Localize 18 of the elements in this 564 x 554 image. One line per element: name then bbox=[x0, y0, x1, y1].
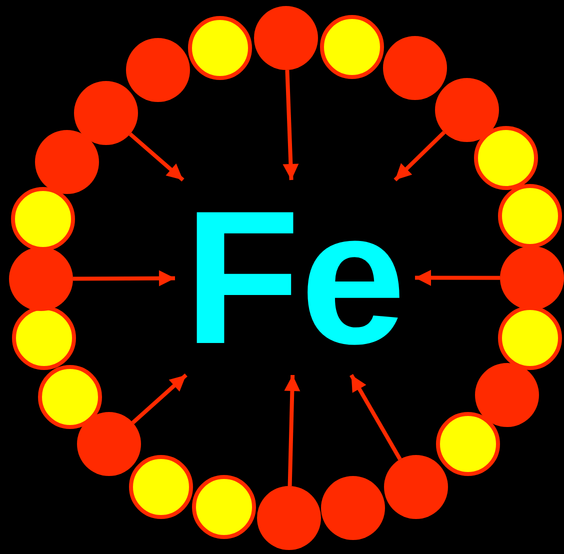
ring-circle bbox=[435, 78, 499, 142]
ring-circle bbox=[436, 412, 500, 476]
ring-circle bbox=[475, 363, 539, 427]
arrow bbox=[394, 130, 446, 182]
arrow bbox=[415, 270, 500, 286]
arrow bbox=[128, 132, 184, 182]
ring-circle bbox=[126, 38, 190, 102]
ring-circle bbox=[474, 126, 538, 190]
arrow bbox=[350, 374, 402, 460]
arrow bbox=[131, 374, 188, 424]
ring-circle bbox=[77, 412, 141, 476]
ring-circle bbox=[500, 246, 564, 310]
arrow bbox=[282, 70, 299, 180]
element-symbol: Fe bbox=[175, 180, 415, 375]
ring-circle bbox=[129, 455, 193, 519]
ring-circle bbox=[384, 455, 448, 519]
arrow bbox=[72, 270, 176, 286]
arrow bbox=[284, 374, 300, 486]
